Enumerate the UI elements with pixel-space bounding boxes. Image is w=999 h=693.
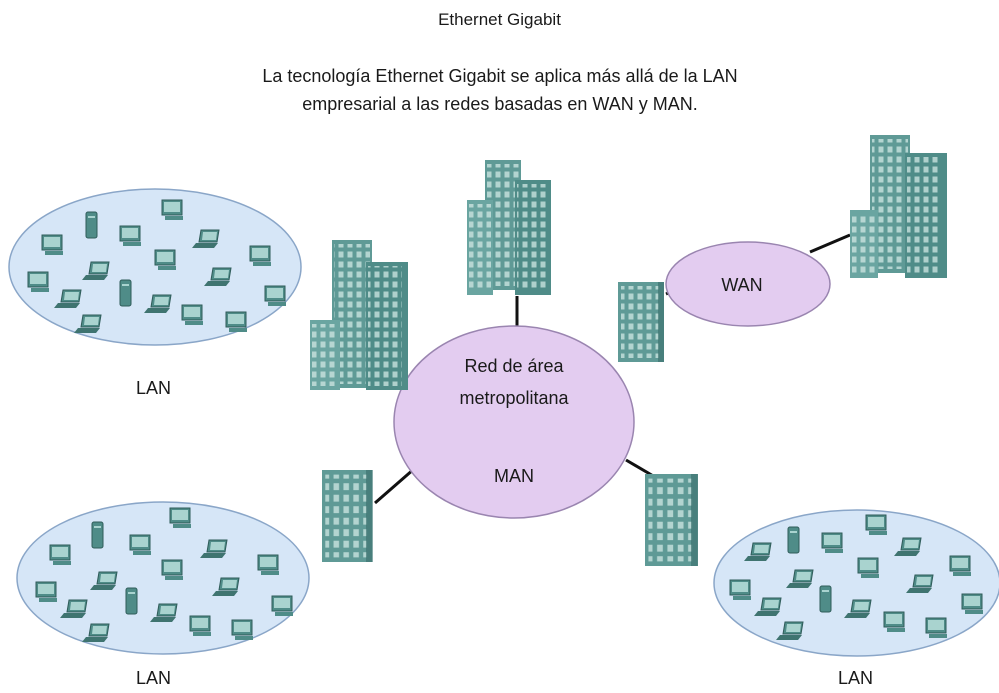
server-icon — [91, 521, 104, 549]
building-icon — [850, 135, 947, 278]
computer-icon — [35, 581, 58, 603]
computer-icon — [49, 544, 72, 566]
server-icon — [819, 585, 832, 613]
wan-label: WAN — [721, 275, 762, 295]
computer-icon — [271, 595, 294, 617]
computer-icon — [925, 617, 948, 639]
computer-icon — [231, 619, 254, 641]
man-cloud — [393, 325, 635, 519]
computer-icon — [189, 615, 212, 637]
server-icon — [125, 587, 138, 615]
computer-icon — [883, 611, 906, 633]
computer-icon — [161, 199, 184, 221]
building-icon — [322, 470, 373, 562]
lan-label-bottom-right: LAN — [838, 668, 874, 688]
diagram-title: Ethernet Gigabit — [438, 10, 561, 29]
computer-icon — [949, 555, 972, 577]
man-label-line-2: metropolitana — [459, 388, 569, 408]
computer-icon — [857, 557, 880, 579]
computer-icon — [27, 271, 50, 293]
building-icon — [310, 240, 408, 390]
computer-icon — [729, 579, 752, 601]
computer-icon — [181, 304, 204, 326]
computer-icon — [169, 507, 192, 529]
diagram-subtitle: La tecnología Ethernet Gigabit se aplica… — [150, 62, 850, 118]
computer-icon — [865, 514, 888, 536]
lan-label-top-left: LAN — [136, 378, 172, 398]
computer-icon — [821, 532, 844, 554]
computer-icon — [961, 593, 984, 615]
computer-icon — [41, 234, 64, 256]
link-wan-right-building — [809, 233, 851, 254]
man-label-line-1: Red de área — [464, 356, 564, 376]
subtitle-line-2: empresarial a las redes basadas en WAN y… — [302, 94, 698, 114]
wan-cloud — [665, 241, 831, 327]
server-icon — [787, 526, 800, 554]
computer-icon — [119, 225, 142, 247]
lan-bottom-right — [713, 509, 999, 657]
lan-top-left — [8, 188, 302, 346]
server-icon — [85, 211, 98, 239]
computer-icon — [257, 554, 280, 576]
computer-icon — [249, 245, 272, 267]
computer-icon — [154, 249, 177, 271]
lan-bottom-left — [16, 501, 310, 655]
lan-label-bottom-left: LAN — [136, 668, 172, 688]
computer-icon — [161, 559, 184, 581]
building-icon — [467, 160, 551, 295]
building-icon — [645, 474, 698, 566]
man-label-abbr: MAN — [494, 466, 534, 486]
subtitle-line-1: La tecnología Ethernet Gigabit se aplica… — [262, 66, 738, 86]
building-icon — [618, 282, 664, 362]
computer-icon — [129, 534, 152, 556]
server-icon — [119, 279, 132, 307]
computer-icon — [264, 285, 287, 307]
computer-icon — [225, 311, 248, 333]
